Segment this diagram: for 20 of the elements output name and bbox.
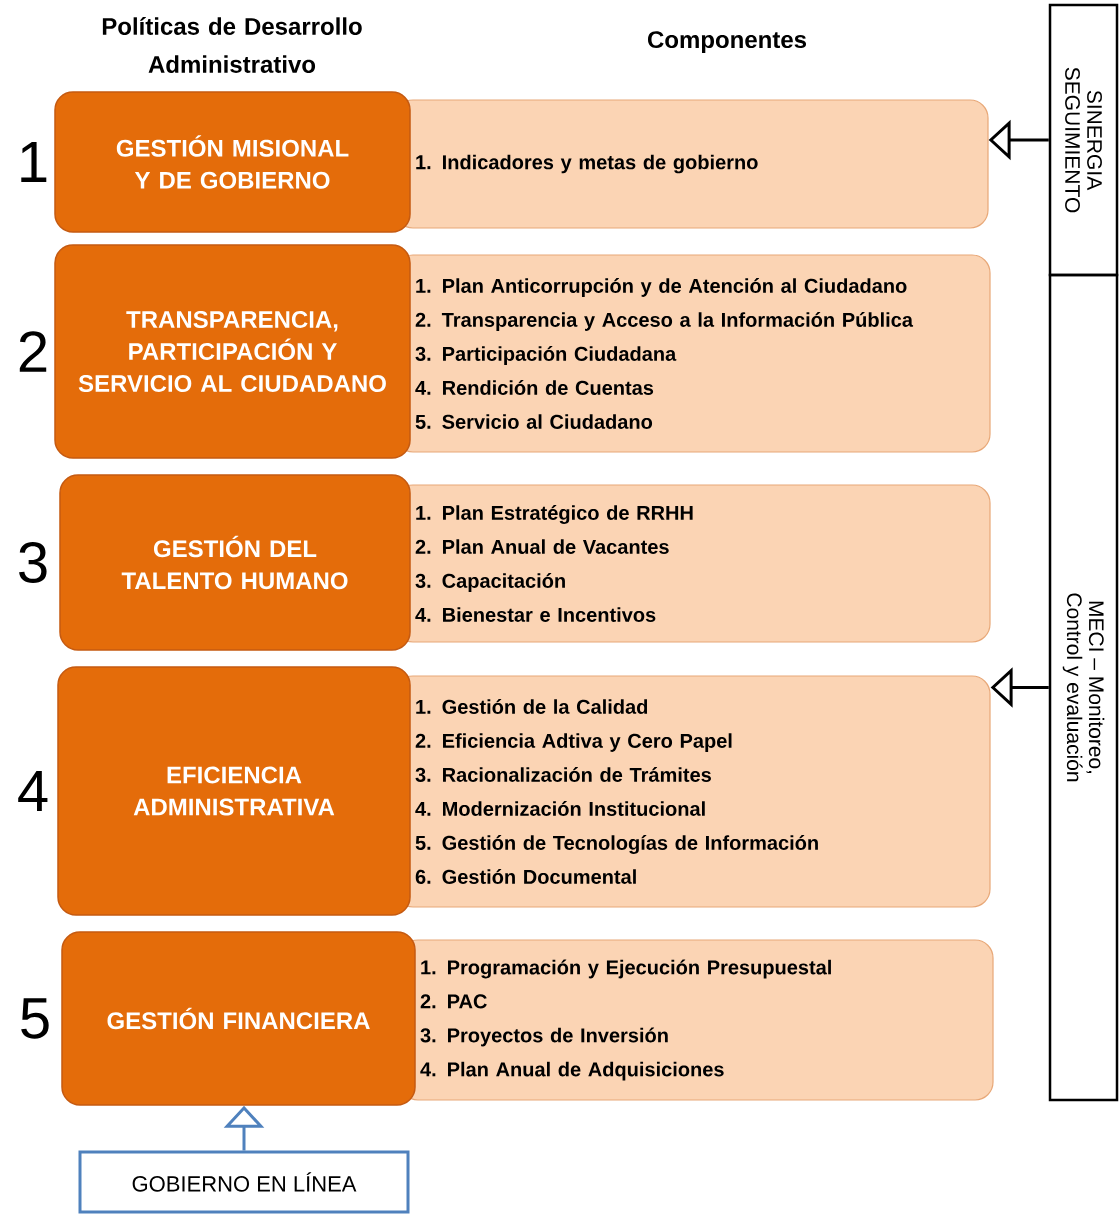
policy-box: GESTIÓN FINANCIERA xyxy=(61,931,416,1106)
component-box: 1. Indicadores y metas de gobierno xyxy=(394,99,989,229)
column-heading: Componentes xyxy=(648,31,807,53)
component-box: 1. Gestión de la Calidad 2. Eficiencia Adtiva y Cero Papel 3. Racionalización de Trámites 4. Modernización Institucional 5. Gestión de Tecnologías de Información 6. Gestión Documental xyxy=(394,675,991,908)
step-number: 1 xyxy=(21,142,47,182)
policy-box: EFICIENCIA ADMINISTRATIVA xyxy=(57,666,411,916)
policy-box: GESTIÓN DEL TALENTO HUMANO xyxy=(59,474,411,651)
step-number: 4 xyxy=(18,771,48,811)
policy-box: TRANSPARENCIA, PARTICIPACIÓN Y SERVICIO AL CIUDADANO xyxy=(54,244,411,459)
bracket-box: SINERGIA SEGUIMIENTO xyxy=(1048,3,1119,277)
bracket-box: MECI – Monitoreo, Control y evaluación xyxy=(1048,273,1119,1102)
policy-box: GESTIÓN MISIONAL Y DE GOBIERNO xyxy=(54,91,411,233)
component-box: 1. Plan Estratégico de RRHH 2. Plan Anual de Vacantes 3. Capacitación 4. Bienestar e Incentivos xyxy=(394,484,991,643)
step-number: 2 xyxy=(19,331,47,372)
component-box: 1. Plan Anticorrupción y de Atención al Ciudadano 2. Transparencia y Acceso a la Información Pública 3. Participación Ciudadana 4. Rendición de Cuentas 5. Servicio al Ciudadano xyxy=(394,254,991,453)
step-number: 3 xyxy=(19,542,47,584)
step-number: 5 xyxy=(21,998,49,1039)
component-box: 1. Programación y Ejecución Presupuestal 2. PAC 3. Proyectos de Inversión 4. Plan Anual de Adquisiciones xyxy=(399,939,994,1101)
source-box: GOBIERNO EN LÍNEA xyxy=(78,1150,410,1214)
column-heading: Políticas de Desarrollo Administrativo xyxy=(102,17,362,73)
